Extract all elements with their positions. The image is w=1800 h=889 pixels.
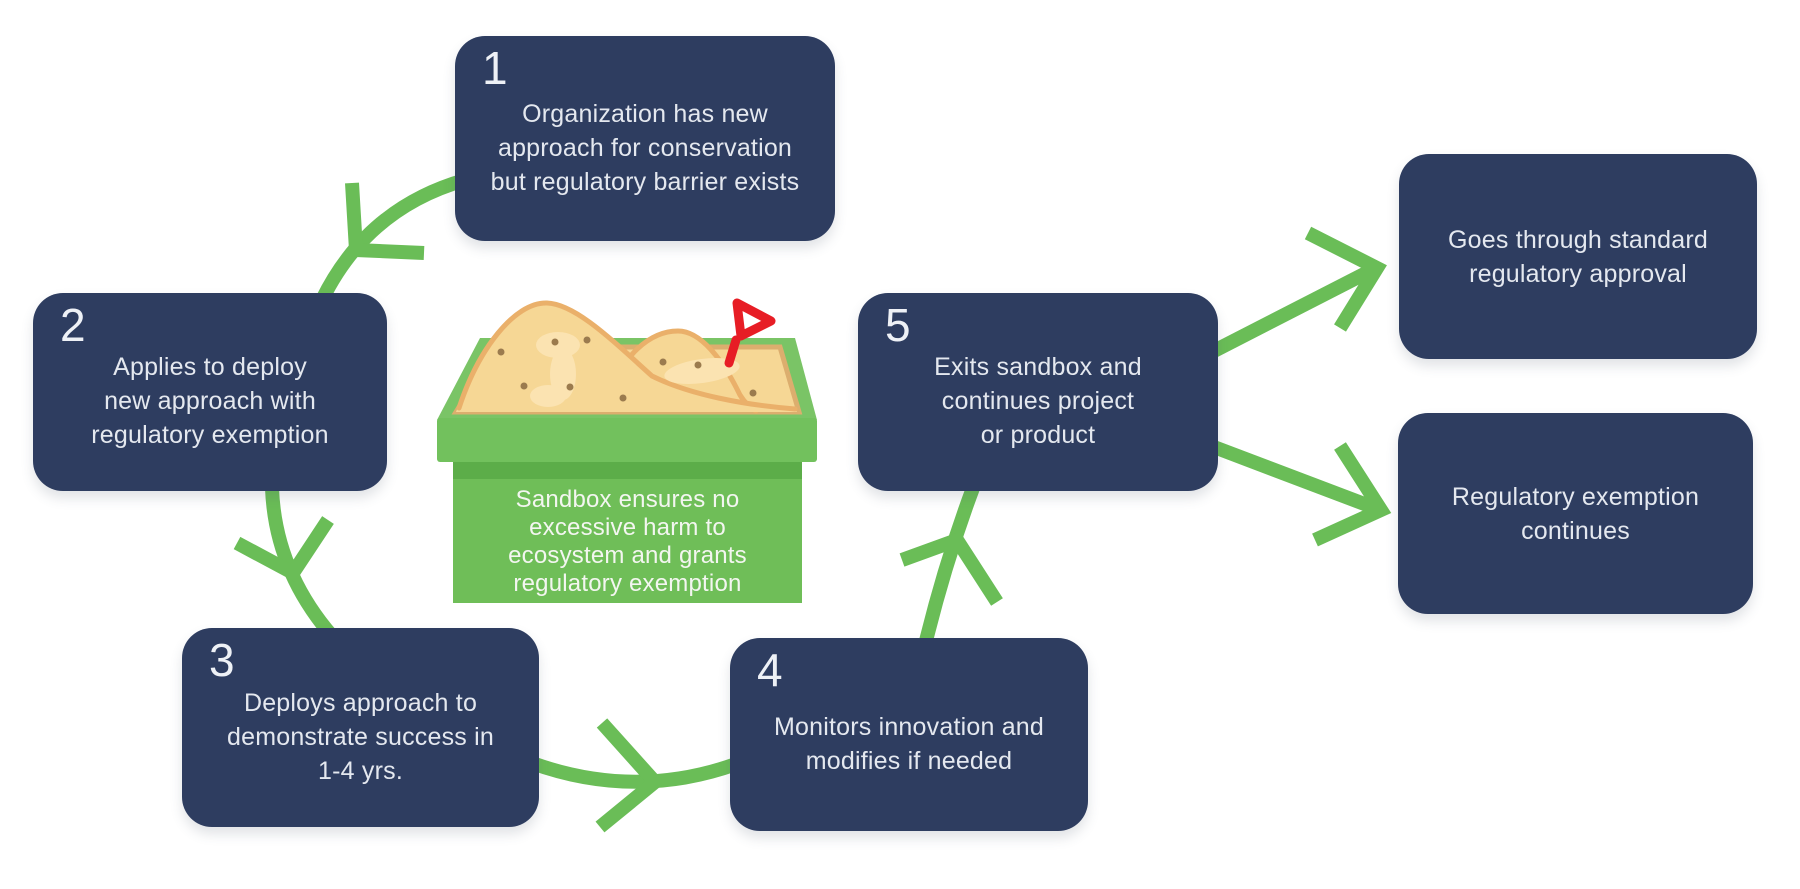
flag-icon [724,298,776,368]
outcome-exemption-continues-label: Regulatory exemption continues [1451,482,1700,545]
arrowhead-icon [345,182,425,260]
step-1-label: Organization has new approach for conser… [490,99,800,196]
arrow-step3-to-step4 [529,718,739,833]
sandbox-caption: Sandbox ensures no excessive harm to eco… [508,486,747,597]
step-2-box: 2 Applies to deploy new approach with re… [33,293,387,491]
arrow-step4-to-step5 [899,485,1003,647]
arrow-step5-to-standard-approval [1210,226,1387,358]
step-1-box: 1 Organization has new approach for cons… [455,36,835,241]
step-3-label: Deploys approach to demonstrate success … [226,688,495,785]
step-5-box: 5 Exits sandbox and continues project or… [858,293,1218,491]
sand-mound-left [456,302,797,412]
arrowhead-icon [1304,226,1387,332]
step-3-number: 3 [209,634,235,686]
sand-specks [497,336,757,402]
outcome-exemption-continues-box: Regulatory exemption continues [1398,413,1753,614]
step-4-box: 4 Monitors innovation and modifies if ne… [730,638,1088,831]
arrowhead-icon [595,718,666,833]
step-3-box: 3 Deploys approach to demonstrate succes… [182,628,539,827]
arrowhead-icon [1312,442,1392,547]
arrow-step1-to-step2 [315,173,467,304]
arrowhead-icon [233,516,334,583]
step-5-label: Exits sandbox and continues project or p… [934,353,1142,449]
arrowhead-icon [899,531,1003,606]
step-1-number: 1 [482,42,508,94]
step-5-number: 5 [885,299,911,351]
outcome-standard-approval-box: Goes through standard regulatory approva… [1399,154,1757,359]
arrow-step5-to-exemption-continues [1211,440,1392,547]
step-2-label: Applies to deploy new approach with regu… [91,353,329,449]
sandbox-icon [437,298,817,603]
step-4-label: Monitors innovation and modifies if need… [773,712,1045,775]
outcome-standard-approval-label: Goes through standard regulatory approva… [1448,225,1708,288]
arrow-step2-to-step3 [233,487,338,641]
step-4-number: 4 [757,644,783,696]
step-2-number: 2 [60,299,86,351]
